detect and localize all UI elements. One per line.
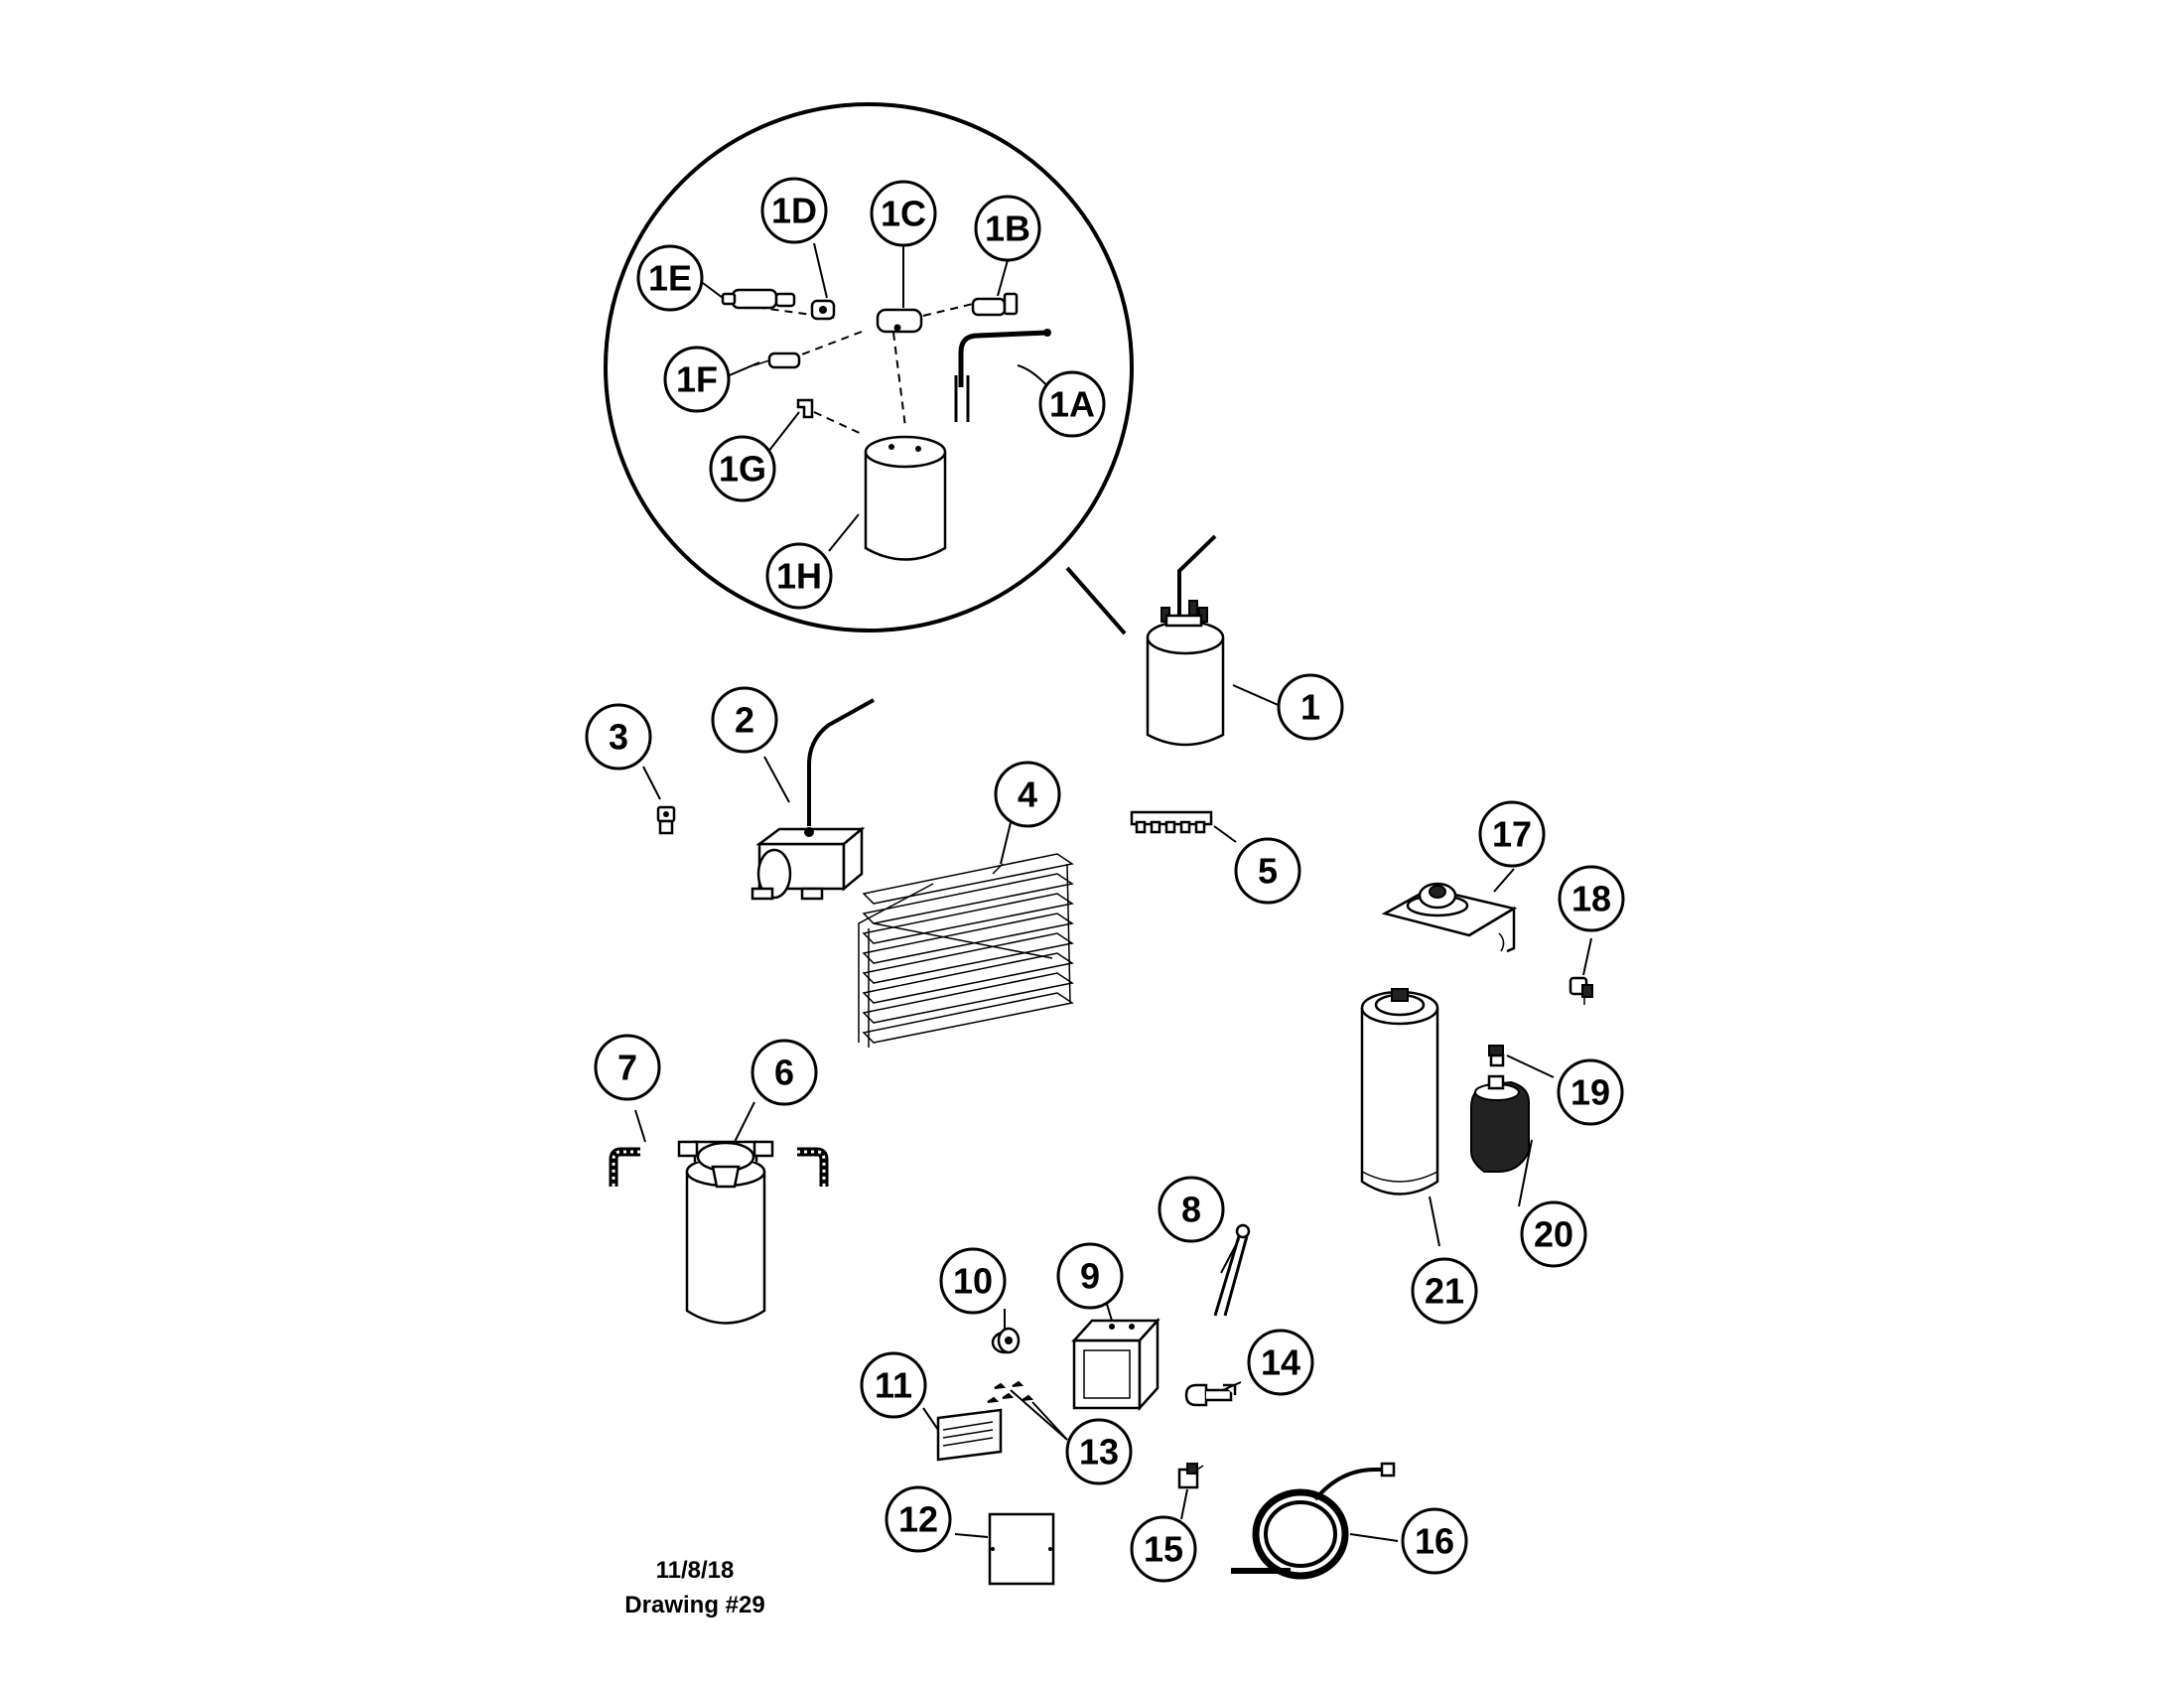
svg-text:18: 18 xyxy=(1571,879,1611,919)
callout-9: 9 xyxy=(1056,1242,1124,1310)
callout-1g: 1G xyxy=(709,435,776,502)
part-2-pump xyxy=(751,698,875,901)
svg-text:14: 14 xyxy=(1261,1342,1300,1383)
leader-lines xyxy=(634,242,1592,1542)
part-13-screws xyxy=(987,1380,1034,1403)
assembly-dash-1g xyxy=(813,411,865,436)
part-14-clip xyxy=(1184,1383,1237,1407)
part-18-fitting xyxy=(1569,976,1593,1005)
svg-text:1H: 1H xyxy=(776,556,822,597)
callout-3: 3 xyxy=(585,703,652,771)
drawing-number: Drawing #29 xyxy=(624,1592,765,1618)
part-17-thermostat xyxy=(1381,882,1518,953)
svg-text:13: 13 xyxy=(1079,1432,1119,1473)
part-4-coil xyxy=(858,853,1074,1048)
part-15-switch xyxy=(1177,1463,1204,1489)
callout-15: 15 xyxy=(1130,1515,1197,1583)
svg-text:1G: 1G xyxy=(719,449,766,490)
svg-text:1E: 1E xyxy=(648,258,692,299)
callout-1e: 1E xyxy=(636,244,704,312)
svg-text:1B: 1B xyxy=(985,209,1030,249)
part-21-large-filter xyxy=(1360,988,1439,1196)
part-1h-canister xyxy=(864,435,947,561)
part-20-filter-cartridge xyxy=(1470,1074,1530,1173)
svg-text:19: 19 xyxy=(1570,1072,1610,1113)
callout-10: 10 xyxy=(939,1247,1007,1315)
drawing-date: 11/8/18 xyxy=(655,1557,735,1584)
svg-text:11: 11 xyxy=(875,1365,912,1406)
callout-1f: 1F xyxy=(663,346,731,413)
part-7-elbows xyxy=(609,1147,829,1187)
callout-6: 6 xyxy=(751,1039,818,1106)
part-1-canister-assembly xyxy=(1146,534,1225,747)
callout-18: 18 xyxy=(1558,865,1625,932)
part-1c-tee-fitting xyxy=(876,308,923,334)
svg-text:3: 3 xyxy=(609,717,628,758)
callout-12: 12 xyxy=(885,1485,952,1553)
callout-13: 13 xyxy=(1065,1418,1133,1485)
svg-text:5: 5 xyxy=(1258,851,1278,892)
part-12-cover-plate xyxy=(988,1512,1055,1586)
part-9-electrical-box xyxy=(1071,1317,1160,1412)
svg-text:8: 8 xyxy=(1181,1190,1201,1230)
callout-19: 19 xyxy=(1557,1058,1624,1126)
callout-1: 1 xyxy=(1277,673,1344,741)
detail-magnifier xyxy=(604,102,1134,635)
svg-text:17: 17 xyxy=(1492,814,1532,855)
callout-20: 20 xyxy=(1520,1200,1587,1268)
part-1e-valve xyxy=(721,288,796,310)
svg-text:4: 4 xyxy=(1018,774,1037,815)
svg-text:20: 20 xyxy=(1534,1214,1573,1255)
part-1b-valve xyxy=(971,292,1019,317)
part-3-fitting xyxy=(656,805,676,835)
part-1d-fitting xyxy=(810,299,836,321)
callout-21: 21 xyxy=(1411,1257,1478,1325)
svg-text:2: 2 xyxy=(735,700,754,741)
part-1a-tube xyxy=(954,329,1051,422)
callout-1a: 1A xyxy=(1038,370,1106,438)
assembly-dash-1b xyxy=(922,303,974,317)
callout-4: 4 xyxy=(994,761,1061,828)
part-19-nipple xyxy=(1488,1045,1505,1067)
callout-11: 11 xyxy=(860,1351,927,1419)
svg-text:10: 10 xyxy=(953,1261,993,1302)
callout-8: 8 xyxy=(1158,1176,1225,1243)
part-10-grommet xyxy=(991,1327,1021,1354)
svg-text:15: 15 xyxy=(1144,1529,1183,1570)
svg-text:9: 9 xyxy=(1080,1256,1100,1297)
svg-text:1D: 1D xyxy=(771,191,817,231)
svg-text:16: 16 xyxy=(1415,1521,1454,1562)
svg-text:7: 7 xyxy=(617,1048,637,1088)
callout-1b: 1B xyxy=(974,195,1041,262)
detail-circle-outline xyxy=(604,102,1134,633)
part-11-label xyxy=(936,1408,1003,1462)
assembly-dash-1f xyxy=(793,331,863,358)
callout-7: 7 xyxy=(594,1034,661,1101)
callout-1h: 1H xyxy=(765,542,833,610)
callout-5: 5 xyxy=(1234,837,1301,905)
callout-1d: 1D xyxy=(760,177,828,244)
svg-text:21: 21 xyxy=(1425,1271,1464,1312)
svg-text:1: 1 xyxy=(1300,687,1320,728)
callout-1c: 1C xyxy=(870,180,937,247)
part-8-cable-tie xyxy=(1213,1223,1251,1317)
detail-connector-line xyxy=(1065,566,1127,635)
callout-2: 2 xyxy=(711,686,778,754)
part-1g-elbow xyxy=(796,398,814,419)
part-1f-nipple xyxy=(753,352,801,369)
svg-text:1C: 1C xyxy=(881,194,926,234)
svg-text:1F: 1F xyxy=(676,359,718,400)
assembly-dash-1h xyxy=(892,332,906,428)
part-5-terminal-strip xyxy=(1130,810,1213,834)
svg-text:6: 6 xyxy=(774,1053,794,1093)
svg-text:12: 12 xyxy=(898,1499,938,1540)
part-16-power-cord xyxy=(1231,1462,1396,1580)
callout-16: 16 xyxy=(1401,1507,1468,1575)
callout-17: 17 xyxy=(1478,800,1546,868)
part-6-filter-housing xyxy=(677,1140,774,1325)
svg-text:1A: 1A xyxy=(1049,384,1095,425)
callout-14: 14 xyxy=(1247,1329,1314,1396)
